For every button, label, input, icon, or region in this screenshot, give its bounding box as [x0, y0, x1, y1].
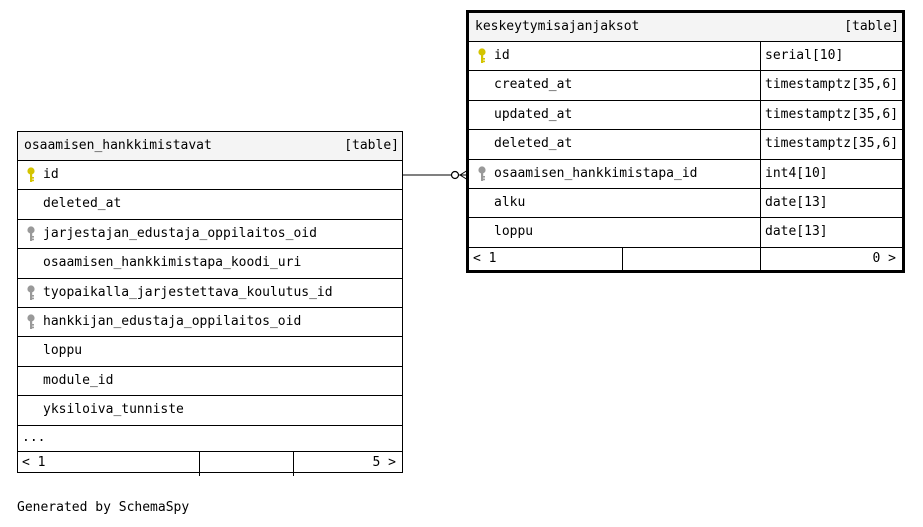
foreign-key-icon — [26, 314, 36, 330]
column-name: created_at — [494, 77, 573, 93]
column-name: osaamisen_hankkimistapa_id — [494, 165, 698, 181]
column-row[interactable]: updated_at timestamptz[35,6] — [469, 100, 902, 131]
column-name: alku — [494, 194, 526, 210]
column-type: timestamptz[35,6] — [765, 77, 899, 93]
column-type: date[13] — [765, 194, 828, 210]
column-row[interactable]: tyopaikalla_jarjestettava_koulutus_id — [18, 279, 402, 308]
column-row[interactable]: deleted_at — [18, 190, 402, 220]
column-name: osaamisen_hankkimistapa_koodi_uri — [43, 255, 302, 271]
column-type: serial[10] — [765, 48, 844, 63]
column-row[interactable]: id serial[10] — [469, 42, 902, 72]
column-row[interactable]: id — [18, 161, 402, 191]
column-name: module_id — [43, 372, 114, 388]
footer-right: 0 > — [872, 250, 896, 266]
generated-by-text: Generated by SchemaSpy — [17, 500, 190, 515]
column-name: updated_at — [494, 106, 573, 122]
footer-left: < 1 — [473, 250, 497, 266]
column-row[interactable]: loppu date[13] — [469, 218, 902, 248]
column-row[interactable]: osaamisen_hankkimistapa_koodi_uri — [18, 249, 402, 279]
table-name: osaamisen_hankkimistavat — [24, 138, 212, 153]
column-name: loppu — [43, 343, 83, 359]
table-kind: [table] — [344, 138, 399, 153]
primary-key-icon — [26, 167, 36, 183]
column-name: jarjestajan_edustaja_oppilaitos_oid — [43, 225, 317, 241]
column-row[interactable]: created_at timestamptz[35,6] — [469, 71, 902, 101]
column-type: date[13] — [765, 224, 828, 240]
column-row[interactable]: hankkijan_edustaja_oppilaitos_oid — [18, 308, 402, 338]
foreign-key-icon — [26, 284, 36, 301]
table-keskeytymisajanjaksot[interactable]: keskeytymisajanjaksot [table] id serial[1… — [466, 10, 905, 273]
more-columns: ... — [18, 426, 402, 452]
column-name: id — [494, 48, 510, 63]
column-row[interactable]: jarjestajan_edustaja_oppilaitos_oid — [18, 220, 402, 250]
table-name: keskeytymisajanjaksot — [475, 19, 640, 34]
column-name: tyopaikalla_jarjestettava_koulutus_id — [43, 284, 333, 300]
column-row[interactable]: yksiloiva_tunniste — [18, 396, 402, 426]
column-row[interactable]: alku date[13] — [469, 188, 902, 219]
column-name: yksiloiva_tunniste — [43, 402, 184, 418]
foreign-key-icon — [26, 226, 36, 242]
column-name: id — [43, 167, 59, 182]
column-name: deleted_at — [494, 136, 573, 152]
column-name: loppu — [494, 224, 534, 240]
column-row[interactable]: module_id — [18, 367, 402, 397]
table-footer: < 1 5 > — [18, 451, 402, 476]
table-kind: [table] — [844, 19, 899, 34]
column-name: deleted_at — [43, 196, 122, 212]
column-row[interactable]: deleted_at timestamptz[35,6] — [469, 130, 902, 160]
primary-key-icon — [477, 48, 487, 64]
table-header: keskeytymisajanjaksot [table] — [469, 13, 902, 42]
table-osaamisen-hankkimistavat[interactable]: osaamisen_hankkimistavat [table] id delet… — [17, 131, 403, 476]
zero-marker — [450, 170, 460, 180]
column-type: timestamptz[35,6] — [765, 136, 899, 152]
column-row[interactable]: osaamisen_hankkimistapa_id int4[10] — [469, 159, 902, 189]
foreign-key-icon — [477, 165, 487, 182]
column-type: timestamptz[35,6] — [765, 106, 899, 122]
table-header: osaamisen_hankkimistavat [table] — [18, 132, 402, 161]
footer-left: < 1 — [22, 454, 46, 470]
column-name: hankkijan_edustaja_oppilaitos_oid — [43, 313, 302, 329]
footer-right: 5 > — [372, 454, 396, 470]
column-row[interactable]: loppu — [18, 337, 402, 367]
column-type: int4[10] — [765, 165, 828, 181]
table-footer: < 1 0 > — [469, 247, 902, 272]
